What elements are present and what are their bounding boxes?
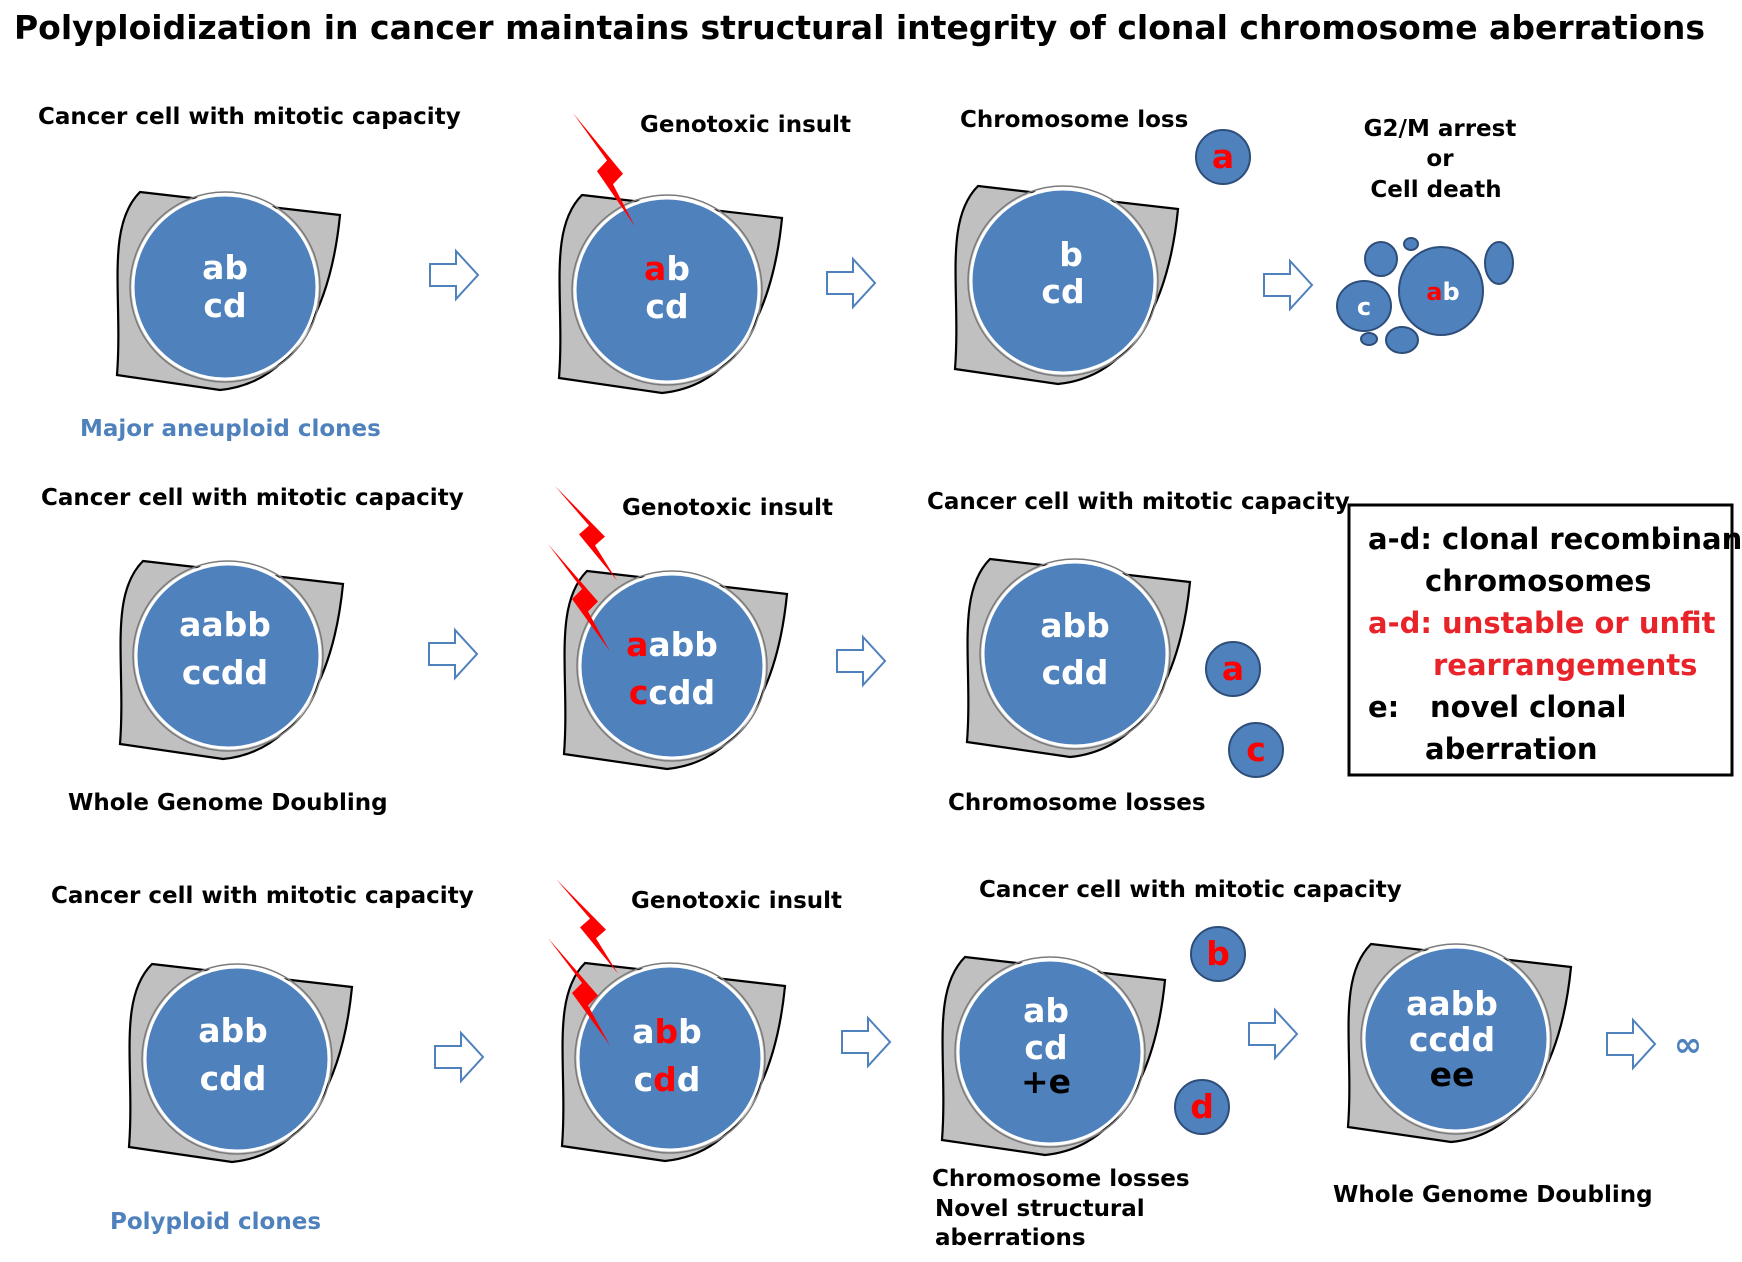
lightning-bolt-icon (555, 486, 617, 581)
chromosome-line-3: ee (1430, 1055, 1475, 1094)
svg-text:d: d (1190, 1087, 1214, 1126)
chromosome-line-1: aabb (626, 625, 718, 664)
row1-cell-2: ab cd (557, 193, 784, 395)
chromosome-line-3: +e (1021, 1062, 1071, 1101)
chromosome-line-2: cdd (1042, 653, 1109, 692)
chromosome-line-2: ccdd (1409, 1020, 1495, 1059)
arrow-right-icon (1606, 1019, 1656, 1069)
arrow-right-icon (429, 250, 479, 300)
svg-text:a: a (1212, 137, 1234, 176)
row3-footer-losses-3: aberrations (935, 1225, 1086, 1251)
row2-lost-chromosome-a: a (1205, 641, 1261, 697)
nucleus (143, 965, 331, 1153)
chromosome-line-1: abb (1040, 606, 1110, 645)
legend-line-3b: novel clonal (1430, 690, 1626, 724)
chromosome-line-1: aabb (1406, 984, 1498, 1023)
row2-label-cell: Cancer cell with mitotic capacity (41, 485, 464, 511)
dying-nucleus (1398, 246, 1484, 336)
legend: a-d: clonal recombinant chromosomes a-d:… (1347, 503, 1742, 777)
row1-label-arrest-3: Cell death (1370, 177, 1501, 203)
chromosome-line-1: abb (632, 1012, 702, 1051)
row1-label-cell: Cancer cell with mitotic capacity (38, 104, 461, 130)
chromosome-line-1: b (1059, 235, 1083, 274)
chromosome-line-2: cd (645, 287, 688, 326)
chromosome-line-2: ccdd (182, 653, 268, 692)
arrow-right-icon (841, 1017, 891, 1067)
row1-label-arrest-2: or (1426, 146, 1454, 172)
svg-text:a: a (1222, 649, 1244, 688)
chromosome-line-1: aabb (179, 605, 271, 644)
row2-label-cell-result: Cancer cell with mitotic capacity (927, 489, 1350, 515)
legend-box (1347, 503, 1734, 777)
row3-cell-4: aabb ccdd ee (1346, 942, 1573, 1144)
row3-label-cell: Cancer cell with mitotic capacity (51, 883, 474, 909)
legend-line-1b: chromosomes (1425, 564, 1652, 598)
arrow-right-icon (428, 629, 478, 679)
row1-label-arrest-1: G2/M arrest (1364, 116, 1517, 142)
svg-text:b: b (1206, 934, 1230, 973)
row1-label-insult: Genotoxic insult (640, 112, 851, 138)
row1-lost-chromosome-a: a (1195, 129, 1251, 185)
row2-footer-wgd: Whole Genome Doubling (68, 790, 388, 816)
row1-label-loss: Chromosome loss (960, 107, 1188, 133)
row3-cell-1: abb cdd (127, 962, 354, 1164)
arrow-right-icon (1248, 1009, 1298, 1059)
row1-apoptotic-fragments: c ab (1336, 237, 1514, 354)
row1-cell-3: b cd (953, 184, 1180, 386)
chromosome-line-2: ccdd (629, 673, 715, 712)
dying-nucleus-label: ab (1426, 278, 1459, 306)
row3-label-cell-result: Cancer cell with mitotic capacity (979, 877, 1402, 903)
row2-footer-losses: Chromosome losses (948, 790, 1206, 816)
legend-line-3a: e: (1368, 690, 1399, 724)
row3-footer-wgd: Whole Genome Doubling (1333, 1182, 1653, 1208)
infinity-symbol: ∞ (1674, 1025, 1702, 1065)
chromosome-line-1: ab (202, 248, 248, 287)
chromosome-line-2: cdd (634, 1060, 701, 1099)
diagram-title: Polyploidization in cancer maintains str… (14, 8, 1705, 47)
row3-cell-3: ab cd +e (940, 955, 1167, 1157)
nucleus (981, 560, 1169, 748)
row3-footer: Polyploid clones (110, 1209, 321, 1235)
legend-line-3c: aberration (1425, 732, 1598, 766)
legend-line-1a: a-d: clonal recombinant (1368, 522, 1742, 556)
nucleus (131, 193, 319, 381)
row1-footer: Major aneuploid clones (80, 416, 381, 442)
chromosome-line-2: cd (203, 286, 246, 325)
chromosome-line-1: ab (644, 249, 690, 288)
row2-lost-chromosome-c: c (1228, 722, 1284, 778)
row3-lost-chromosome-d: d (1174, 1079, 1230, 1135)
nucleus (573, 196, 761, 384)
arrow-right-icon (434, 1032, 484, 1082)
row3-label-insult: Genotoxic insult (631, 888, 842, 914)
chromosome-line-1: ab (1023, 991, 1069, 1030)
row2-cell-3: abb cdd (965, 557, 1192, 759)
legend-line-2a: a-d: unstable or unfit (1368, 606, 1716, 640)
row3-lost-chromosome-b: b (1190, 926, 1246, 982)
fragment-label-c: c (1357, 293, 1371, 321)
chromosome-line-2: cd (1024, 1028, 1067, 1067)
row3-footer-losses-1: Chromosome losses (932, 1166, 1190, 1192)
arrow-right-icon (1263, 260, 1313, 310)
chromosome-line-1: abb (198, 1011, 268, 1050)
nucleus (1362, 945, 1550, 1133)
chromosome-line-2: cd (1041, 272, 1084, 311)
nucleus (576, 964, 764, 1152)
row2-label-insult: Genotoxic insult (622, 495, 833, 521)
arrow-right-icon (836, 636, 886, 686)
nucleus (956, 958, 1144, 1146)
nucleus (578, 572, 766, 760)
row3-footer-losses-2: Novel structural (935, 1196, 1145, 1222)
nucleus (969, 187, 1157, 375)
svg-text:c: c (1246, 730, 1266, 769)
nucleus (134, 562, 322, 750)
legend-line-2b: rearrangements (1433, 648, 1697, 682)
row2-cell-1: aabb ccdd (118, 559, 345, 761)
chromosome-line-2: cdd (200, 1059, 267, 1098)
row2-cell-2: aabb ccdd (562, 569, 789, 771)
row3-cell-2: abb cdd (560, 961, 787, 1163)
arrow-right-icon (826, 258, 876, 308)
row1-cell-1: ab cd (115, 190, 342, 392)
